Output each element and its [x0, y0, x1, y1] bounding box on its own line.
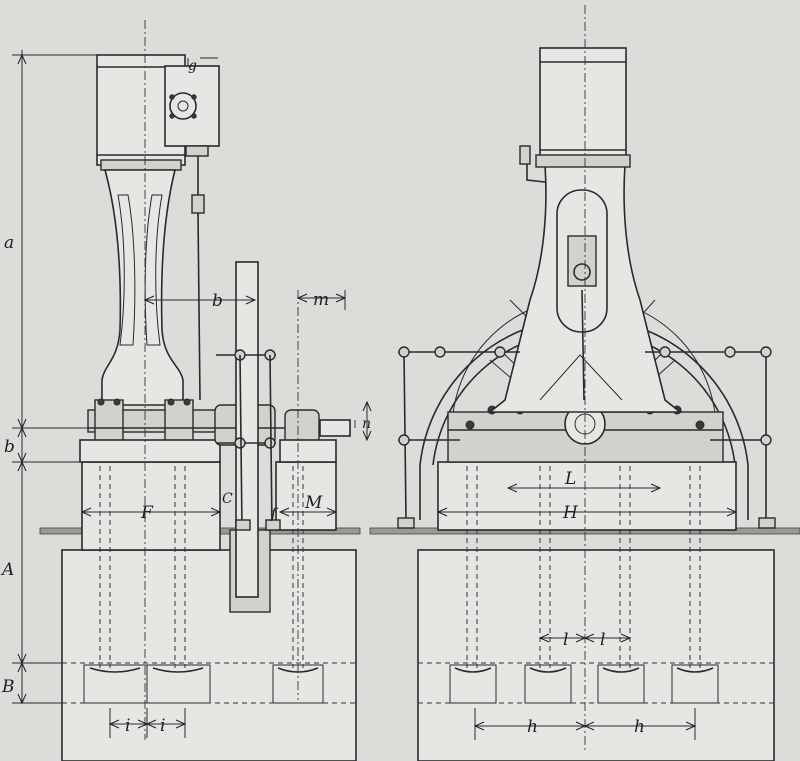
- label-C: C: [222, 491, 233, 507]
- label-m: m: [313, 290, 329, 310]
- vertical-dimension-chain: [12, 50, 105, 705]
- label-h-2: h: [634, 717, 645, 737]
- center-lines-left: [144, 20, 356, 740]
- front-view: L H l l h h: [369, 5, 800, 761]
- label-L: L: [564, 469, 576, 489]
- dimension-b-m: [143, 290, 372, 442]
- label-g: g: [188, 58, 197, 74]
- label-A: A: [0, 560, 14, 580]
- label-l-2: l: [600, 630, 605, 650]
- dimension-l: [538, 633, 632, 643]
- anchor-bolts-left: [99, 430, 304, 668]
- governor: [216, 261, 281, 598]
- anchor-bolts-right: [466, 430, 701, 668]
- foundation-right: [417, 461, 775, 761]
- valve-chest: [164, 57, 220, 401]
- label-i-2: i: [160, 716, 165, 736]
- label-n: n: [362, 416, 371, 432]
- label-H: H: [562, 503, 579, 523]
- crankshaft-left: [79, 398, 351, 463]
- label-B: B: [1, 677, 15, 697]
- label-b: b: [4, 437, 15, 457]
- dimension-i: [108, 708, 187, 738]
- bedplate-right: [447, 403, 724, 463]
- label-b-small: b: [212, 291, 223, 311]
- frame-column-left: [101, 169, 184, 406]
- label-h-1: h: [527, 717, 538, 737]
- frame-a-right: [487, 164, 683, 413]
- label-f: f: [270, 506, 279, 522]
- label-F: F: [140, 503, 154, 523]
- dimension-L-H: [436, 483, 738, 517]
- dimension-h: [473, 708, 697, 740]
- railings: [397, 346, 776, 529]
- label-M: M: [304, 493, 323, 513]
- dimension-F: [80, 507, 338, 517]
- cylinder-right: [519, 47, 631, 183]
- label-i-1: i: [125, 716, 130, 736]
- label-a: a: [4, 233, 14, 253]
- side-view: a b A B i i b m n F C f M g: [0, 20, 372, 761]
- label-l-1: l: [563, 630, 568, 650]
